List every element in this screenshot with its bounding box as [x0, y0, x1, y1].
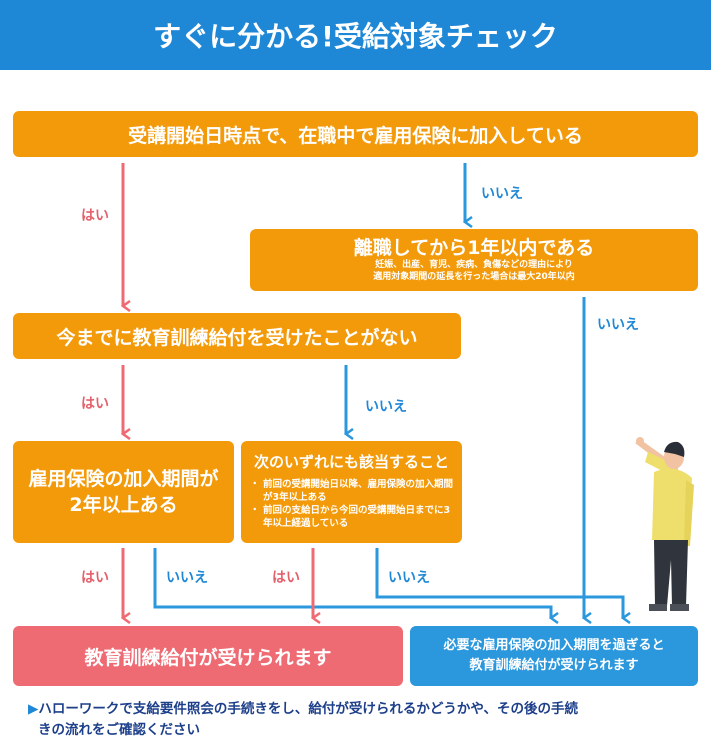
- no-label: いいえ: [365, 399, 407, 415]
- page-title: すぐに分かる!受給対象チェック: [0, 0, 711, 70]
- footer-line: きの流れをご確認ください: [38, 722, 200, 738]
- result-after-period: 必要な雇用保険の加入期間を過ぎると 教育訓練給付が受けられます: [410, 626, 698, 686]
- no-label: いいえ: [166, 570, 208, 586]
- arrow-q4-no: [153, 548, 551, 618]
- condition-item: 前回の支給日から今回の受講開始日までに3年以上経過している: [250, 504, 454, 530]
- condition-item: 前回の受講開始日以降、雇用保険の加入期間が3年以上ある: [250, 478, 454, 504]
- question-first-time-benefit: 今までに教育訓練給付を受けたことがない: [13, 313, 461, 359]
- question-insurance-two-years: 雇用保険の加入期間が 2年以上ある: [13, 441, 234, 543]
- question-main-text: 離職してから1年以内である: [353, 237, 595, 259]
- yes-label: はい: [81, 208, 109, 224]
- question-line: 雇用保険の加入期間が: [28, 468, 219, 490]
- footer-note: ▶ハローワークで支給要件照会の手続きをし、給付が受けられるかどうかや、その後の手…: [28, 699, 698, 741]
- triangle-icon: ▶: [28, 701, 39, 717]
- question-line: 2年以上ある: [69, 494, 178, 516]
- pointing-person-illustration: [635, 437, 694, 611]
- no-label: いいえ: [597, 317, 639, 333]
- yes-label: はい: [272, 570, 300, 586]
- no-label: いいえ: [388, 570, 430, 586]
- no-label: いいえ: [481, 186, 523, 202]
- condition-list: 前回の受講開始日以降、雇用保険の加入期間が3年以上ある 前回の支給日から今回の受…: [249, 478, 454, 530]
- question-title: 次のいずれにも該当すること: [253, 453, 449, 471]
- result-line: 教育訓練給付が受けられます: [469, 658, 639, 673]
- footer-line: ハローワークで支給要件照会の手続きをし、給付が受けられるかどうかや、その後の手続: [38, 701, 578, 717]
- yes-label: はい: [81, 396, 109, 412]
- question-note: 妊娠、出産、育児、疾病、負傷などの理由により: [375, 260, 573, 270]
- question-left-job-within-year: 離職してから1年以内である 妊娠、出産、育児、疾病、負傷などの理由により 適用対…: [250, 229, 698, 291]
- yes-label: はい: [81, 570, 109, 586]
- question-repeat-conditions: 次のいずれにも該当すること 前回の受講開始日以降、雇用保険の加入期間が3年以上あ…: [241, 441, 462, 543]
- arrow-q5-no: [375, 548, 623, 618]
- result-line: 必要な雇用保険の加入期間を過ぎると: [443, 638, 665, 653]
- question-in-employment: 受講開始日時点で、在職中で雇用保険に加入している: [13, 111, 698, 157]
- question-note: 適用対象期間の延長を行った場合は最大20年以内: [373, 272, 575, 282]
- result-eligible: 教育訓練給付が受けられます: [13, 626, 403, 686]
